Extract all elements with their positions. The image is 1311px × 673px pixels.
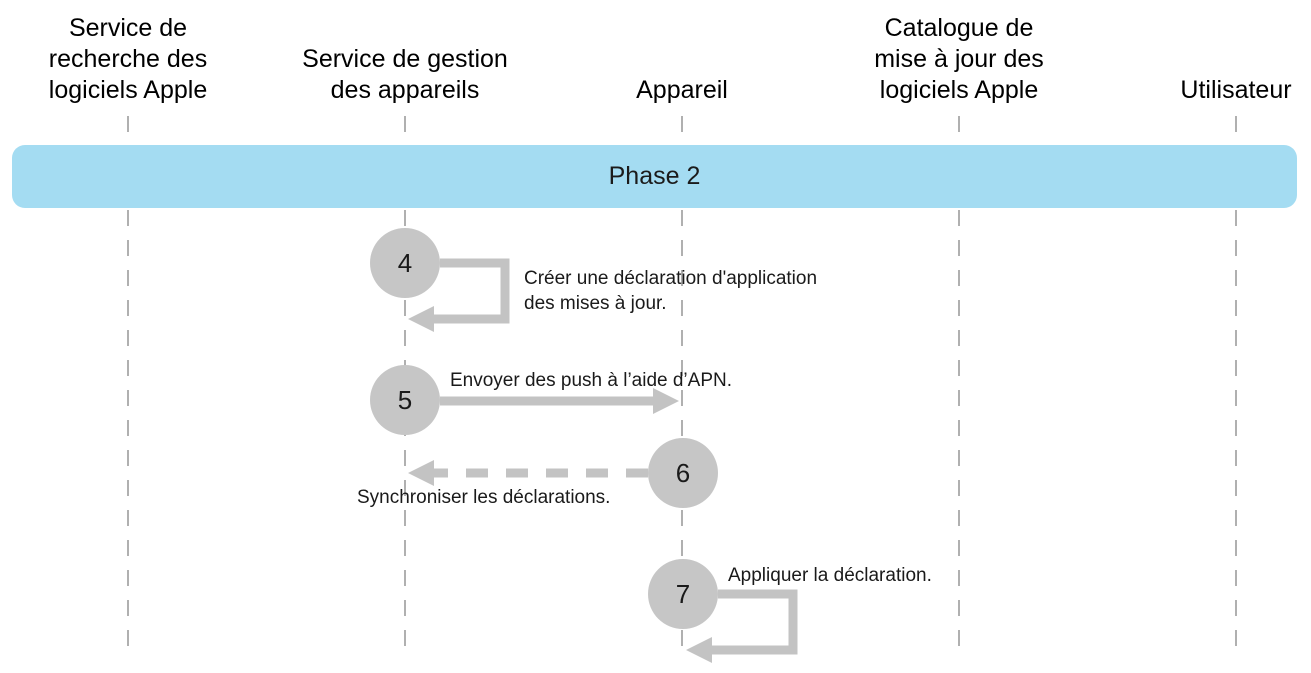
phase-banner: Phase 2 xyxy=(12,145,1297,208)
lane-header-device-management-service: Service de gestion des appareils xyxy=(302,45,508,104)
step-message-7: Appliquer la déclaration. xyxy=(728,565,932,586)
lane-header-apple-software-lookup-service: Service de recherche des logiciels Apple xyxy=(48,14,208,104)
phase-banner-label: Phase 2 xyxy=(608,162,701,190)
step-number-4: 4 xyxy=(397,247,413,278)
lane-header-device: Appareil xyxy=(636,76,728,104)
step-message-4: Créer une déclaration d'application des … xyxy=(524,268,818,314)
step-marker-6: 6 xyxy=(648,438,718,508)
step-marker-5: 5 xyxy=(370,365,440,435)
step-number-6: 6 xyxy=(675,457,691,488)
lane-header-apple-software-update-catalog: Catalogue de mise à jour des logiciels A… xyxy=(874,14,1044,104)
step-message-5: Envoyer des push à l’aide d’APN. xyxy=(450,370,732,391)
step-number-7: 7 xyxy=(675,578,691,609)
step-message-6: Synchroniser les déclarations. xyxy=(357,487,611,508)
lane-header-user: Utilisateur xyxy=(1180,76,1292,104)
step-marker-7: 7 xyxy=(648,559,718,629)
step-marker-4: 4 xyxy=(370,228,440,298)
connectors-group xyxy=(408,258,798,663)
step-number-5: 5 xyxy=(397,384,413,415)
